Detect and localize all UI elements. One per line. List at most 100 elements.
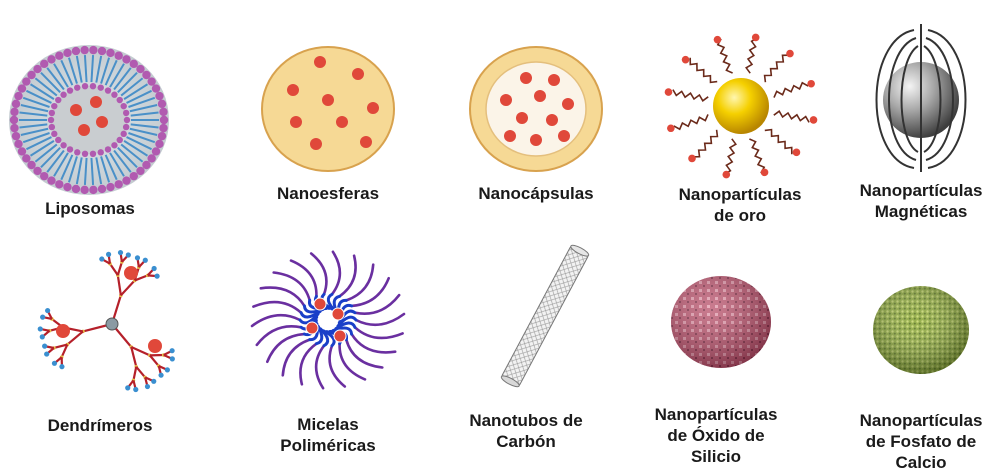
drug-molecule xyxy=(504,130,516,142)
lipid-head xyxy=(159,124,167,132)
branch-end xyxy=(40,315,45,320)
drug-molecule xyxy=(306,322,318,334)
label-nanotubos: Nanotubos de Carbón xyxy=(456,410,596,452)
ligand-chain xyxy=(725,139,736,174)
branch-end xyxy=(106,252,111,257)
lipid-head xyxy=(122,176,130,184)
branch-end xyxy=(158,373,163,378)
dendrimer-illustration xyxy=(10,236,210,406)
ligand-end xyxy=(786,50,794,58)
ligand-chain xyxy=(765,55,790,82)
drug-molecule xyxy=(367,102,379,114)
branch-end xyxy=(125,385,130,390)
lipid-head xyxy=(74,84,80,90)
polymer-tail xyxy=(267,334,304,362)
drug-molecule xyxy=(562,98,574,110)
micelle-tails xyxy=(252,252,404,388)
lipid-head xyxy=(158,132,166,140)
ligand-chain xyxy=(774,83,808,98)
lipid-head xyxy=(105,87,111,93)
lipid-head xyxy=(27,161,35,169)
drug-molecule xyxy=(124,266,138,280)
polymer-tail xyxy=(355,327,403,338)
ligand-chain xyxy=(693,130,718,157)
lipid-head xyxy=(155,92,163,100)
lipid-head xyxy=(158,100,166,108)
silica-nanoparticle-illustration xyxy=(666,272,776,372)
branch-end xyxy=(38,326,43,331)
polymer-tail xyxy=(346,265,373,301)
branch-end xyxy=(155,274,160,279)
nanotube-body xyxy=(500,244,589,388)
lipid-head xyxy=(22,77,30,85)
lipid-head xyxy=(90,151,96,157)
drug-molecule xyxy=(148,339,162,353)
branch-end xyxy=(99,256,104,261)
lipid-head xyxy=(123,124,129,130)
drug-molecule xyxy=(322,94,334,106)
drug-molecule xyxy=(287,84,299,96)
branch-end xyxy=(42,344,47,349)
lipid-head xyxy=(60,92,66,98)
dendrimer-branch xyxy=(136,367,145,378)
lipid-head xyxy=(72,185,80,193)
drug-molecule xyxy=(78,124,90,136)
branch-end xyxy=(152,266,157,271)
lipid-head xyxy=(111,92,117,98)
micelle-core xyxy=(300,294,356,345)
lipid-head xyxy=(106,183,114,191)
lipid-head xyxy=(48,117,54,123)
drug-molecule xyxy=(352,68,364,80)
drug-molecule xyxy=(70,104,82,116)
label-dendrimeros: Dendrímeros xyxy=(30,415,170,436)
dendrimer-branch xyxy=(110,264,118,275)
lipid-head xyxy=(121,103,127,109)
gold-core xyxy=(713,78,769,134)
drug-molecule xyxy=(558,130,570,142)
dendrimer-core xyxy=(106,318,118,330)
branch-end xyxy=(170,348,175,353)
branch-end xyxy=(118,250,123,255)
lipid-head xyxy=(14,140,22,148)
lipid-head xyxy=(12,132,20,140)
ligand-end xyxy=(793,149,801,157)
lipid-head xyxy=(160,116,168,124)
lipid-head xyxy=(130,60,138,68)
gold-nanoparticle-illustration xyxy=(656,30,826,180)
branch-end xyxy=(45,308,50,313)
label-micelas: Micelas Poliméricas xyxy=(258,414,398,456)
dendrimer-branch xyxy=(118,262,122,275)
ligand-chain xyxy=(774,111,809,122)
lipid-head xyxy=(80,46,88,54)
lipid-head xyxy=(98,149,104,155)
polymer-tail xyxy=(274,273,310,301)
lipid-head xyxy=(33,167,41,175)
ligand-end xyxy=(667,124,675,132)
label-fosfato: Nanopartículas de Fosfato de Calcio xyxy=(846,410,996,473)
lipid-head xyxy=(123,110,129,116)
lipid-head xyxy=(122,55,130,63)
drug-molecule xyxy=(548,74,560,86)
polymer-tail xyxy=(330,346,345,387)
lipid-head xyxy=(55,52,63,60)
polymer-tail xyxy=(340,256,356,297)
lipid-head xyxy=(98,185,106,193)
lipid-head xyxy=(155,140,163,148)
lipid-head xyxy=(82,83,88,89)
drug-molecule xyxy=(334,330,346,342)
lipid-head xyxy=(147,77,155,85)
ligand-chain xyxy=(674,114,708,129)
lipid-head xyxy=(10,124,18,132)
polymer-tail xyxy=(316,346,324,389)
ligand-chain xyxy=(673,90,708,101)
calcium-phosphate-illustration xyxy=(866,280,976,380)
drug-molecule xyxy=(310,138,322,150)
lipid-head xyxy=(115,52,123,60)
lipid-head xyxy=(55,137,61,143)
lipid-head xyxy=(40,60,48,68)
ligand-end xyxy=(761,169,769,177)
branch-end xyxy=(126,252,131,257)
ligand-end xyxy=(665,88,673,96)
label-nanoparticulas-magneticas: Nanopartículas Magnéticas xyxy=(851,180,991,222)
lipid-head xyxy=(159,108,167,116)
